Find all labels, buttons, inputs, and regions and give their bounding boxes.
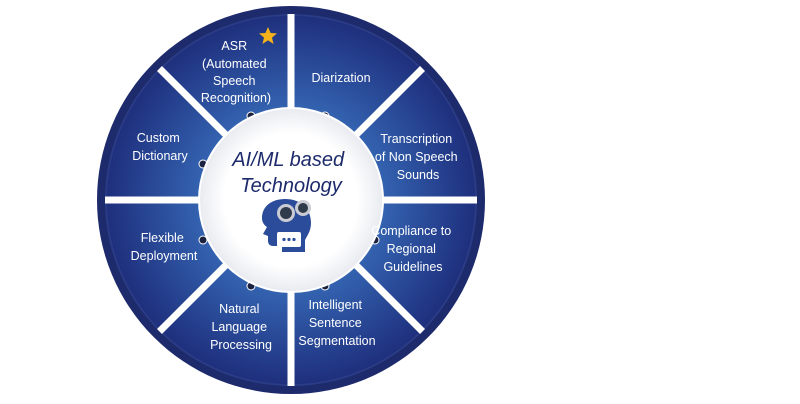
connector-dot-deployment [198, 235, 208, 245]
wheel-segment-deployment [107, 200, 226, 331]
labels-layer: ASR (Automated Speech Recognition) Diari… [131, 39, 461, 352]
dividers-layer [105, 14, 477, 386]
center-title: AI/ML based Technology [231, 149, 350, 197]
star-icon [259, 27, 277, 44]
segment-label-deployment: Flexible Deployment [131, 231, 198, 263]
center-title-line-2: Technology [240, 175, 343, 197]
segment-label-diarization: Diarization [311, 71, 370, 85]
segment-label-segmentation: Intelligent Sentence Segmentation [298, 298, 375, 348]
wheel-segment-asr [160, 16, 291, 135]
segment-divider [157, 262, 229, 334]
gear-icon [277, 200, 311, 222]
segment-label-asr: ASR (Automated Speech Recognition) [201, 39, 271, 105]
wheel-segment-diarization [291, 16, 422, 135]
wheel-segment-segmentation [291, 265, 422, 384]
segment-divider [157, 66, 229, 138]
segment-divider [353, 262, 425, 334]
segment-label-nlp: Natural Language Processing [210, 302, 272, 352]
segments-layer [107, 16, 476, 384]
wheel-segment-nlp [160, 265, 291, 384]
wheel-segment-dictionary [107, 69, 226, 200]
segment-divider [353, 66, 425, 138]
wheel-segment-transcription [356, 69, 476, 200]
segment-label-compliance: Compliance to Regional Guidelines [371, 224, 454, 274]
wheel-segment-compliance [356, 200, 475, 331]
segment-label-dictionary: Custom Dictionary [132, 131, 188, 163]
segment-label-transcription: Transcription of Non Speech Sounds [375, 132, 461, 182]
center-title-line-1: AI/ML based [231, 149, 345, 171]
